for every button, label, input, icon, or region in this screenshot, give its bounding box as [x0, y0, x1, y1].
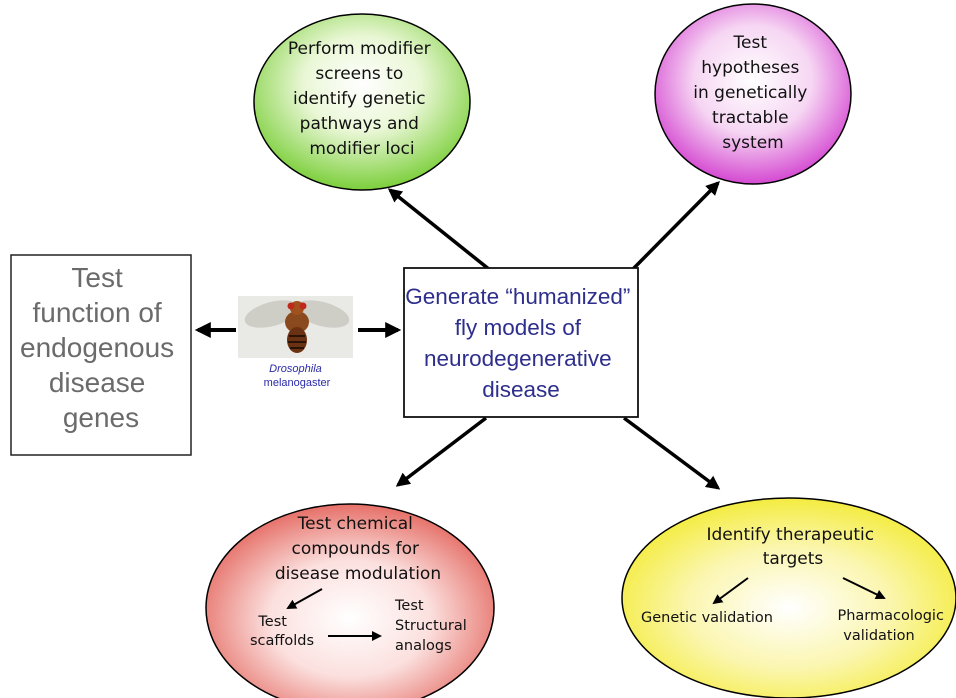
svg-text:Genetic validation: Genetic validation: [641, 610, 773, 626]
svg-text:Test function of e: Test function of endogenous disease gene…: [20, 262, 182, 433]
node-bottom-left-line: compounds for: [292, 539, 419, 559]
scaffolds-line: Test: [257, 614, 287, 630]
node-bottom-right: Identify therapeutic targets Genetic val…: [621, 497, 956, 698]
svg-text:Drosophila melanogaster: Drosophila melanogaster: [264, 363, 331, 389]
center-box: Generate “humanized” fly models of neuro…: [403, 267, 639, 418]
svg-text:Test scaffolds: Test scaffolds: [250, 614, 314, 649]
pharmacologic-line: Pharmacologic: [837, 608, 944, 624]
center-box-line: neurodegenerative: [424, 346, 612, 371]
svg-text:Test hypotheses in: Test hypotheses in genetically tractable…: [693, 33, 812, 153]
node-bottom-right-line: Identify therapeutic: [706, 525, 874, 545]
left-box-line: disease: [49, 367, 146, 398]
node-top-right-line: system: [722, 133, 783, 153]
arrow-to-top-right: [630, 181, 720, 272]
left-box-border: [10, 254, 192, 456]
left-box-line: Test: [71, 262, 123, 293]
svg-text:Identify therapeutic tar: Identify therapeutic targets: [706, 525, 879, 569]
analogs-line: Test: [394, 598, 424, 614]
left-box-line: genes: [63, 402, 139, 433]
fly-caption-species: melanogaster: [264, 377, 331, 389]
center-box-line: Generate “humanized”: [405, 284, 630, 309]
fly-abdomen: [287, 327, 307, 353]
node-top-left-line: Perform modifier: [288, 39, 431, 59]
node-top-left: Perform modifier screens to identify gen…: [253, 13, 471, 191]
node-bottom-left: Test chemical compounds for disease modu…: [205, 503, 495, 698]
node-top-left-line: screens to: [315, 64, 403, 84]
node-bottom-left-line: disease modulation: [275, 564, 441, 584]
fly-image: [238, 296, 353, 358]
arrow-to-bottom-left: [395, 416, 488, 487]
node-bottom-left-shape: [205, 503, 495, 698]
node-top-left-line: pathways and: [300, 114, 419, 134]
node-top-left-shape: [253, 13, 471, 191]
sub-arrow-to-scaffolds: [286, 588, 323, 609]
node-bottom-right-shape: [621, 497, 956, 698]
fly-thorax: [285, 311, 309, 333]
svg-text:Test chemical compounds: Test chemical compounds for disease modu…: [275, 514, 441, 584]
node-bottom-left-line: Test chemical: [297, 514, 413, 534]
node-top-right-line: Test: [733, 33, 768, 53]
left-box-line: endogenous: [20, 332, 174, 363]
left-box: Test function of endogenous disease gene…: [10, 254, 192, 456]
center-box-line: fly models of: [455, 315, 582, 340]
svg-text:Test Structural an: Test Structural analogs: [394, 598, 471, 654]
sub-arrow-to-pharmacologic: [842, 577, 886, 599]
scaffolds-line: scaffolds: [250, 633, 314, 649]
analogs-line: analogs: [395, 638, 452, 654]
arrow-to-bottom-right: [622, 416, 721, 490]
svg-text:Pharmacologic validation: Pharmacologic validation: [837, 608, 948, 644]
node-top-right-line: hypotheses: [701, 58, 799, 78]
node-top-left-line: identify genetic: [293, 89, 426, 109]
genetic-validation-label: Genetic validation: [641, 610, 773, 626]
pharmacologic-line: validation: [843, 628, 914, 644]
node-bottom-right-line: targets: [763, 549, 824, 569]
node-top-right-line: tractable: [712, 108, 788, 128]
node-top-right-line: in genetically: [693, 83, 807, 103]
center-box-border: [403, 267, 639, 418]
arrow-to-top-left: [387, 188, 492, 272]
svg-text:Generate “humanized” fly: Generate “humanized” fly models of neuro…: [405, 284, 636, 402]
left-box-line: function of: [33, 297, 162, 328]
fly-left-eye: [287, 302, 295, 310]
sub-arrow-to-genetic: [712, 577, 749, 605]
node-top-left-line: modifier loci: [309, 139, 414, 159]
analogs-line: Structural: [395, 618, 467, 634]
center-box-line: disease: [482, 377, 560, 402]
node-top-right: Test hypotheses in genetically tractable…: [654, 3, 852, 185]
svg-text:Perform modifier screens: Perform modifier screens to identify gen…: [288, 39, 436, 159]
fly-caption-genus: Drosophila: [269, 363, 322, 375]
node-top-right-shape: [654, 3, 852, 185]
fly-right-eye: [299, 302, 307, 310]
